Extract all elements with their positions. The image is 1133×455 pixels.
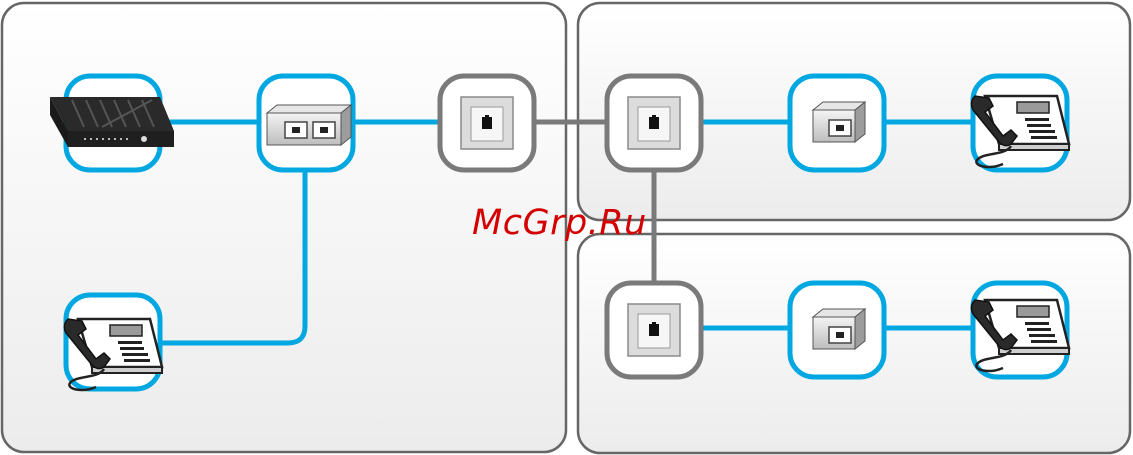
modem-router-icon — [50, 97, 174, 147]
wall-socket-upper-icon — [628, 97, 680, 149]
watermark-text: McGrp.Ru — [472, 206, 647, 241]
wall-socket-main-icon — [461, 97, 513, 149]
splitter-dual-port-icon — [267, 105, 351, 145]
filter-upper-icon — [813, 102, 865, 142]
filter-lower-icon — [813, 309, 865, 349]
wall-socket-lower-icon — [628, 304, 680, 356]
